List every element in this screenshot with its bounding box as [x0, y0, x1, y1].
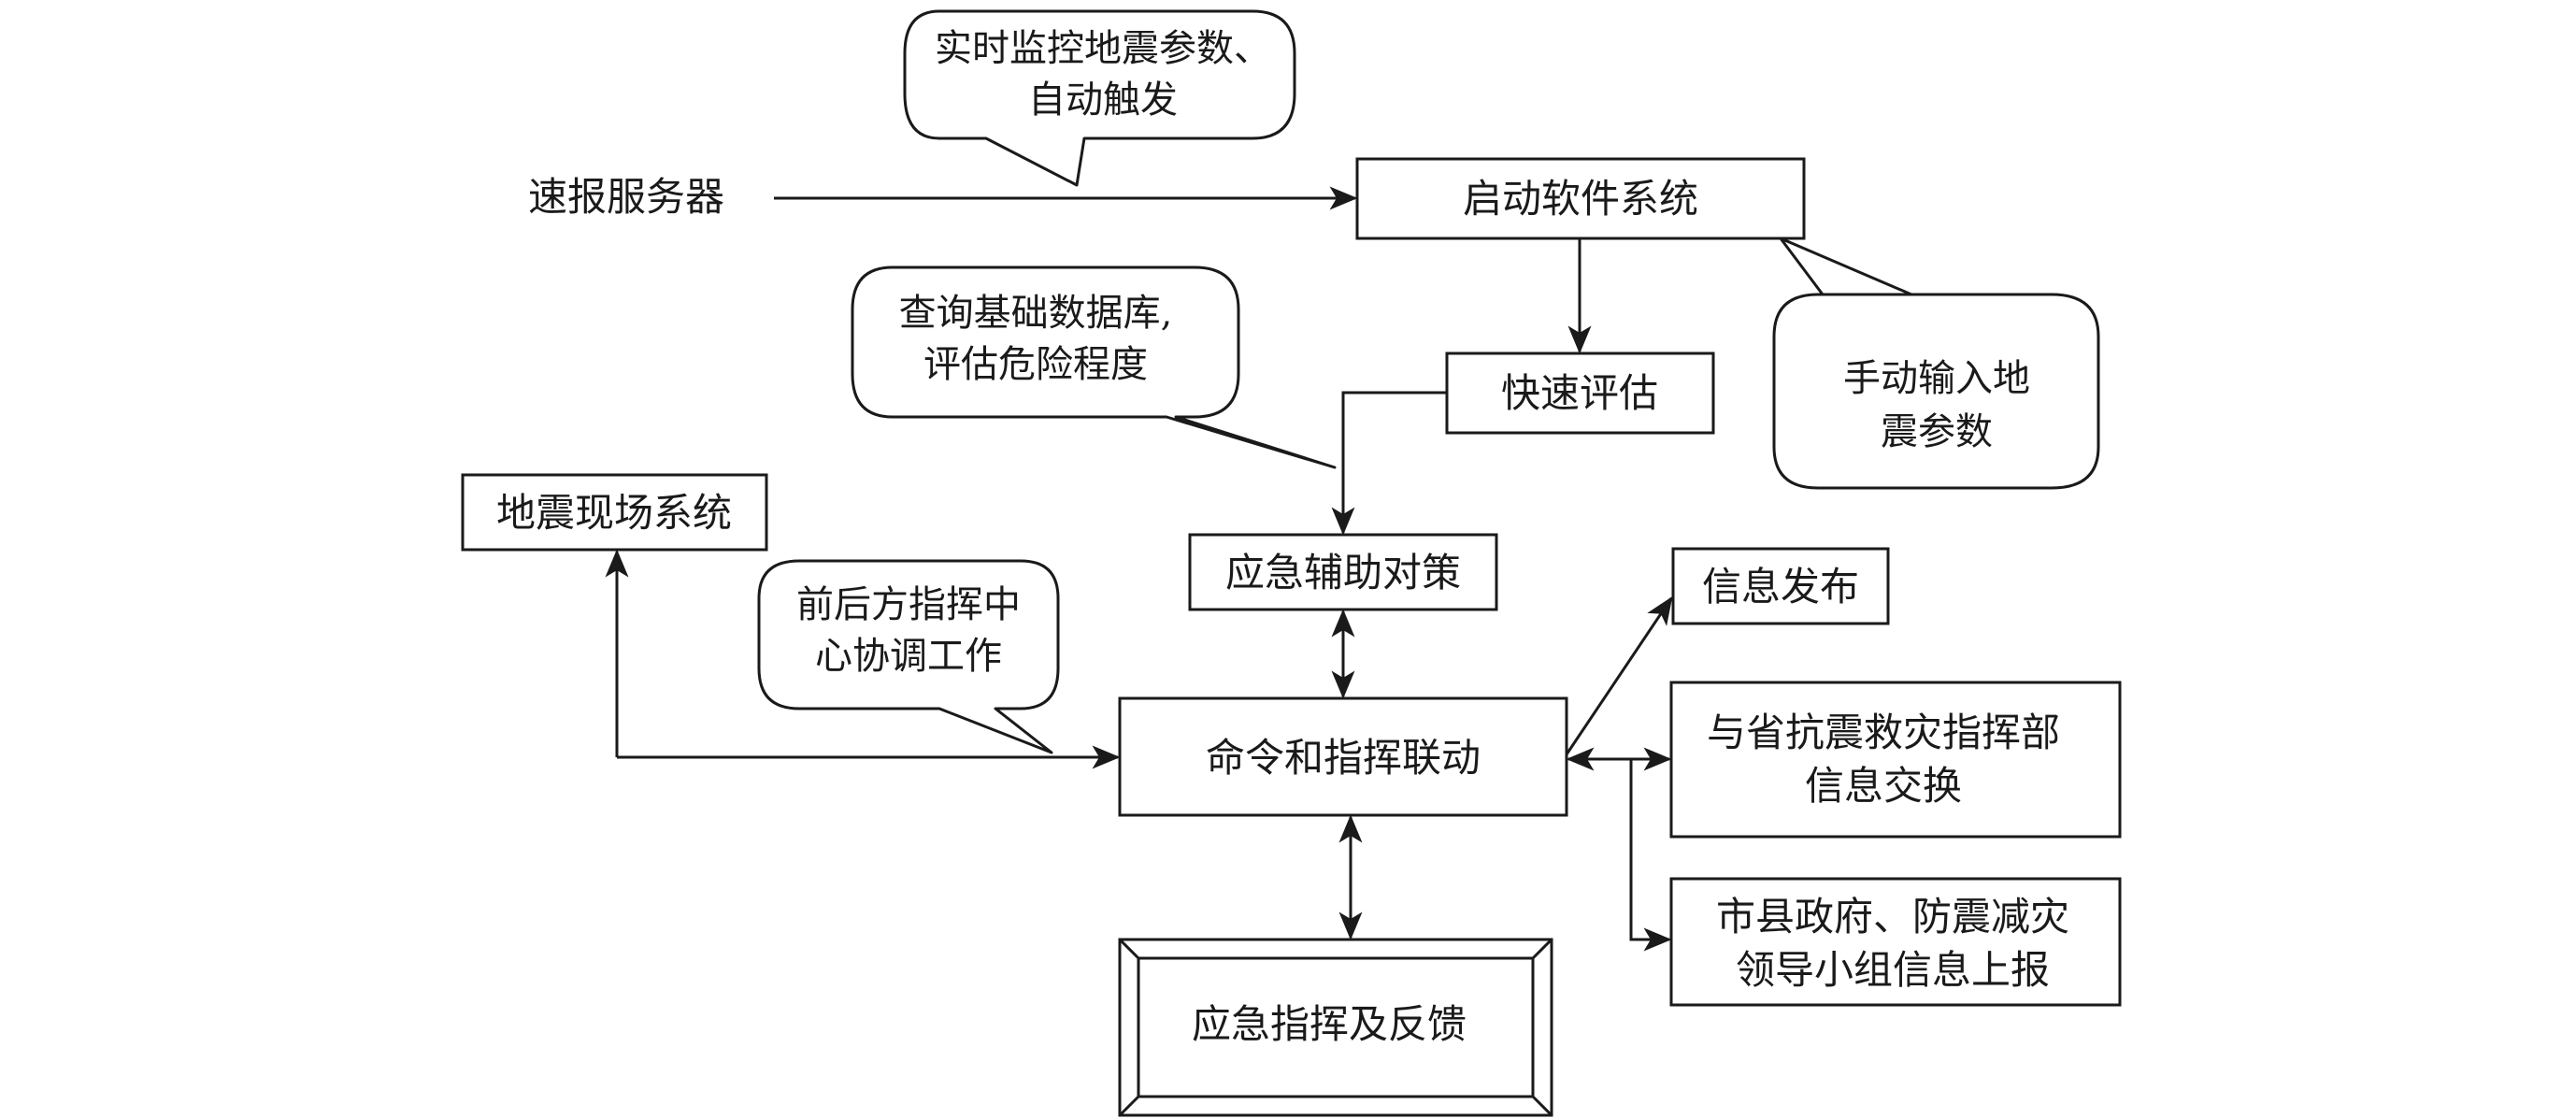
arrow-eval-to-measures	[1331, 391, 1447, 536]
command-feedback-box	[1118, 938, 1553, 1117]
emergency-measures-label: 应急辅助对策	[1225, 550, 1461, 595]
field-system-box	[461, 473, 768, 552]
callout-coordination-bubble	[757, 559, 1060, 754]
server-label: 速报服务器	[528, 174, 724, 220]
callout-manual-bubble	[1772, 237, 2100, 490]
callout-query-line-2: 评估危险程度	[923, 343, 1148, 386]
callout-coordination-line-1: 前后方指挥中	[796, 583, 1021, 626]
province-exchange-line-1: 与省抗震救灾指挥部	[1707, 710, 2060, 755]
county-report-line-2: 领导小组信息上报	[1736, 947, 2050, 993]
callout-monitor-line-1: 实时监控地震参数、	[935, 27, 1271, 70]
callout-query-bubble	[851, 265, 1337, 469]
province-exchange-line-2: 信息交换	[1805, 763, 1962, 809]
start-system-label: 启动软件系统	[1463, 176, 1698, 222]
county-report-line-1: 市县政府、防震减灾	[1716, 894, 2069, 940]
callout-manual-line-1: 手动输入地	[1843, 357, 2030, 400]
callout-monitor-bubble	[903, 9, 1296, 187]
arrow-command-to-county	[1629, 759, 1672, 952]
info-release-box	[1671, 547, 1890, 625]
quick-eval-box	[1445, 351, 1715, 435]
field-system-label: 地震现场系统	[496, 490, 732, 536]
emergency-measures-box	[1188, 533, 1498, 611]
command-linkage-label: 命令和指挥联动	[1206, 735, 1481, 781]
info-release-label: 信息发布	[1702, 564, 1859, 610]
quick-eval-label: 快速评估	[1501, 370, 1658, 416]
province-exchange-box	[1669, 681, 2122, 839]
command-feedback-label: 应急指挥及反馈	[1192, 1001, 1467, 1047]
callout-monitor-line-2: 自动触发	[1028, 79, 1178, 122]
arrow-command-to-release	[1565, 595, 1673, 755]
callout-manual-line-2: 震参数	[1881, 410, 1993, 453]
callout-coordination-line-2: 心协调工作	[815, 635, 1002, 678]
callout-query-line-1: 查询基础数据库,	[899, 292, 1173, 335]
